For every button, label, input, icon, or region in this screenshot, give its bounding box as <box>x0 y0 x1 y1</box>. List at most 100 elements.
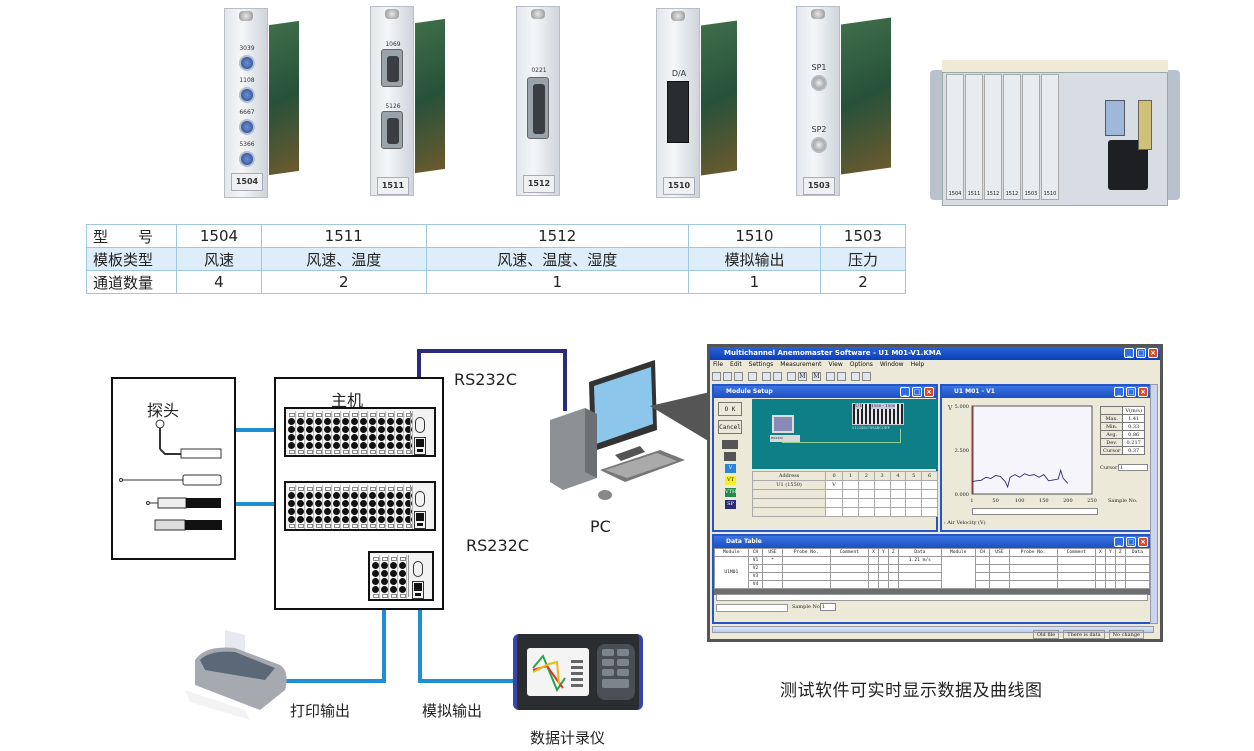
pc-node-icon <box>772 415 794 433</box>
cursor-input[interactable]: 1 <box>1118 464 1148 471</box>
grid-cell[interactable] <box>889 480 907 490</box>
minimize-button[interactable]: _ <box>1124 348 1134 358</box>
close-button[interactable]: × <box>1148 348 1158 358</box>
db15-connector-icon <box>527 77 549 139</box>
table-row: 型 号 1504 1511 1512 1510 1503 <box>86 224 906 248</box>
measure-m-icon[interactable]: M <box>798 371 807 381</box>
panel-controls <box>410 411 432 455</box>
minimize-button[interactable]: _ <box>1114 537 1124 547</box>
table-row[interactable]: V3 <box>715 572 1151 581</box>
sample-scrollbar[interactable] <box>716 604 788 612</box>
series-line-air-velocity <box>971 468 1069 489</box>
grid-cell[interactable] <box>921 480 938 490</box>
module-palette-icon[interactable] <box>724 452 736 461</box>
close-button[interactable]: × <box>1138 387 1148 397</box>
cascade-icon[interactable] <box>851 371 860 381</box>
sample-input[interactable]: 1 <box>820 603 836 611</box>
module-icon[interactable] <box>762 371 771 381</box>
table-cell: 风速 <box>176 247 262 271</box>
channel-slot <box>378 485 386 529</box>
printer-icon <box>185 630 287 720</box>
maximize-button[interactable]: □ <box>912 387 922 397</box>
menu-options[interactable]: Options <box>849 361 873 368</box>
maximize-button[interactable]: □ <box>1126 387 1136 397</box>
module-palette-icon[interactable] <box>722 440 738 449</box>
use-cell[interactable] <box>762 564 783 573</box>
use-cell[interactable] <box>762 580 783 589</box>
palette-sp[interactable]: SP <box>725 500 736 509</box>
unit-model: 1550・1500 <box>871 403 896 409</box>
main-hscrollbar[interactable] <box>712 626 1154 633</box>
channel-slot <box>378 411 386 455</box>
menu-window[interactable]: Window <box>879 361 904 368</box>
measure-icon[interactable] <box>787 371 796 381</box>
table-hscrollbar[interactable] <box>716 594 1148 601</box>
grid-cell[interactable] <box>857 480 875 490</box>
menu-file[interactable]: File <box>713 361 724 368</box>
channel-slot <box>333 411 341 455</box>
open-icon[interactable] <box>723 371 732 381</box>
grid-cell[interactable] <box>873 480 891 490</box>
channel-slot <box>306 485 314 529</box>
table-row[interactable]: U1 (1550) V <box>751 480 938 490</box>
channel-slot <box>342 411 350 455</box>
close-button[interactable]: × <box>924 387 934 397</box>
menu-view[interactable]: View <box>828 361 843 368</box>
main-vscrollbar[interactable] <box>1150 384 1158 624</box>
minimize-button[interactable]: _ <box>900 387 910 397</box>
host-unit-box: 主机 <box>274 377 444 610</box>
graph-icon[interactable] <box>773 371 782 381</box>
humidity-probe-icon <box>146 497 221 509</box>
column-header: Probe No. <box>1008 548 1058 557</box>
menu-edit[interactable]: Edit <box>730 361 742 368</box>
palette-vth[interactable]: VTH <box>725 488 737 497</box>
minimize-button[interactable]: _ <box>1114 387 1124 397</box>
analog-cable <box>418 608 422 682</box>
cancel-button[interactable]: Cancel <box>718 420 742 434</box>
table-row[interactable]: V2 <box>715 564 1151 573</box>
grid-cell[interactable] <box>842 480 859 490</box>
ok-button[interactable]: O K <box>718 402 742 416</box>
column-header: Module <box>714 548 749 557</box>
use-cell[interactable] <box>762 572 783 581</box>
tile-icon[interactable] <box>862 371 871 381</box>
channel-slot <box>288 411 296 455</box>
palette-v[interactable]: V <box>725 464 736 473</box>
menu-measurement[interactable]: Measurement <box>780 361 822 368</box>
table-cell: 4 <box>176 270 262 294</box>
db9-connector-icon <box>381 111 403 149</box>
maximize-button[interactable]: □ <box>1136 348 1146 358</box>
chart-window-icon[interactable] <box>826 371 835 381</box>
probe-cable <box>236 502 286 506</box>
grid-cell[interactable] <box>905 480 923 490</box>
table-row[interactable]: V4 <box>715 580 1151 589</box>
grid-cell[interactable]: U1 (1550) <box>751 480 827 490</box>
menu-help[interactable]: Help <box>910 361 925 368</box>
column-header: Comment <box>1056 548 1096 557</box>
new-icon[interactable] <box>712 371 721 381</box>
menu-settings[interactable]: Settings <box>748 361 774 368</box>
module-model-label: 1503 <box>803 177 835 195</box>
close-button[interactable]: × <box>1138 537 1148 547</box>
row-header: 通道数量 <box>86 270 177 294</box>
m-icon[interactable]: M <box>812 371 821 381</box>
save-icon[interactable] <box>734 371 743 381</box>
connector-label: D/A <box>671 69 687 78</box>
zoom-callout <box>650 392 710 442</box>
table-window-icon[interactable] <box>837 371 846 381</box>
palette-vt[interactable]: VT <box>725 476 736 485</box>
use-cell[interactable]: * <box>762 556 783 565</box>
y-axis-label: V <box>947 405 953 412</box>
grid-header: 5 <box>905 471 923 481</box>
print-icon[interactable] <box>748 371 757 381</box>
address-grid: Address 0 1 2 3 4 5 6 U1 (1550) V <box>751 471 938 517</box>
unit-node-icon[interactable]: U1 1550・1500 <box>852 403 904 425</box>
recorder-label: 数据计录仪 <box>530 729 606 747</box>
graph-scrollbar[interactable] <box>972 508 1098 515</box>
round-connector-icon <box>239 151 255 167</box>
maximize-button[interactable]: □ <box>1126 537 1136 547</box>
grid-cell[interactable]: V <box>825 480 844 490</box>
